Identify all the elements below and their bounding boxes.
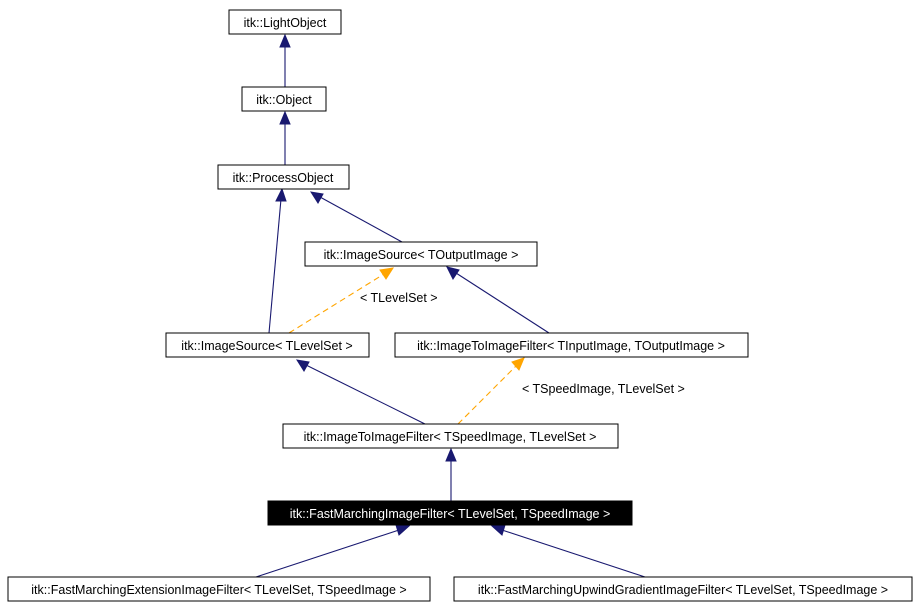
node-image-to-image-filter-generic-label: itk::ImageToImageFilter< TInputImage, TO… <box>417 339 725 353</box>
node-process-object-label: itk::ProcessObject <box>233 171 334 185</box>
node-process-object[interactable]: itk::ProcessObject <box>217 164 350 190</box>
node-fast-marching-image-filter-label: itk::FastMarchingImageFilter< TLevelSet,… <box>290 507 611 521</box>
edge-processobject-to-object <box>279 110 291 165</box>
node-image-source-tlevelset[interactable]: itk::ImageSource< TLevelSet > <box>165 332 370 358</box>
node-light-object-label: itk::LightObject <box>244 16 327 30</box>
node-fast-marching-image-filter[interactable]: itk::FastMarchingImageFilter< TLevelSet,… <box>267 500 633 526</box>
node-image-to-image-filter-generic[interactable]: itk::ImageToImageFilter< TInputImage, TO… <box>394 332 749 358</box>
node-light-object[interactable]: itk::LightObject <box>228 9 342 35</box>
edge-extension-to-fastmarching <box>255 524 411 578</box>
edge-imagetoimagefilter-speed-to-imagesource-tlevelset <box>295 359 426 425</box>
node-fast-marching-extension-image-filter-label: itk::FastMarchingExtensionImageFilter< T… <box>31 583 406 597</box>
edge-imagesource-tlevelset-to-processobject <box>268 187 287 334</box>
edge-label-tlevelset: < TLevelSet > <box>360 291 438 305</box>
node-object[interactable]: itk::Object <box>241 86 327 112</box>
node-image-to-image-filter-speed-label: itk::ImageToImageFilter< TSpeedImage, TL… <box>304 430 597 444</box>
node-image-source-toutputimage-label: itk::ImageSource< TOutputImage > <box>324 248 519 262</box>
edge-template-imagesource <box>288 267 395 334</box>
node-fast-marching-extension-image-filter[interactable]: itk::FastMarchingExtensionImageFilter< T… <box>7 576 431 602</box>
node-image-to-image-filter-speed[interactable]: itk::ImageToImageFilter< TSpeedImage, TL… <box>282 423 619 449</box>
edge-imagesource-toutput-to-processobject <box>309 191 403 243</box>
edge-fastmarching-to-imagetoimagefilter <box>445 447 457 501</box>
edge-imagetoimagefilter-generic-to-imagesource <box>446 266 550 334</box>
node-object-label: itk::Object <box>256 93 312 107</box>
edge-label-tspeed-tlevelset: < TSpeedImage, TLevelSet > <box>522 382 685 396</box>
edge-template-imagetoimagefilter <box>457 357 525 425</box>
node-fast-marching-upwind-gradient-image-filter-label: itk::FastMarchingUpwindGradientImageFilt… <box>478 583 888 597</box>
edge-object-to-lightobject <box>279 33 291 87</box>
edge-upwind-to-fastmarching <box>490 524 646 578</box>
node-image-source-toutputimage[interactable]: itk::ImageSource< TOutputImage > <box>304 241 538 267</box>
node-fast-marching-upwind-gradient-image-filter[interactable]: itk::FastMarchingUpwindGradientImageFilt… <box>453 576 913 602</box>
node-image-source-tlevelset-label: itk::ImageSource< TLevelSet > <box>181 339 352 353</box>
